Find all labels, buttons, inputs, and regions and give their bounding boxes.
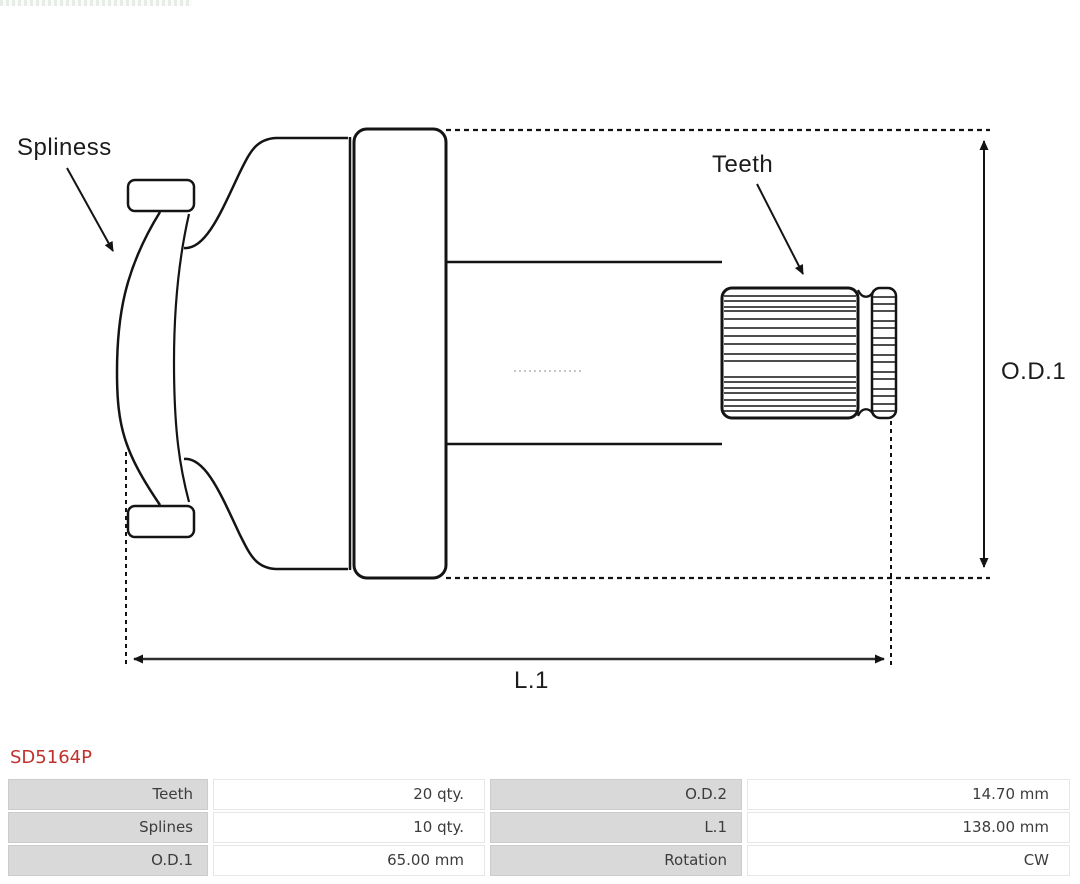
spec-label: Teeth	[8, 779, 208, 810]
spec-value: 14.70 mm	[747, 779, 1070, 810]
drive-body	[183, 136, 352, 571]
spec-label: L.1	[490, 812, 742, 843]
spec-value: 65.00 mm	[213, 845, 485, 876]
shaft	[446, 260, 722, 446]
clutch-housing	[352, 127, 448, 580]
spec-value: CW	[747, 845, 1070, 876]
corner-watermark	[0, 0, 192, 6]
spec-value: 138.00 mm	[747, 812, 1070, 843]
od1-label: O.D.1	[1001, 358, 1066, 385]
od1-dimension: O.D.1	[446, 128, 1066, 580]
spec-label: Rotation	[490, 845, 742, 876]
spec-label: O.D.1	[8, 845, 208, 876]
starter-drive-diagram: O.D.1 L.1 Spliness Teeth	[17, 127, 1066, 694]
splines-label: Spliness	[17, 134, 112, 161]
spec-value: 20 qty.	[213, 779, 485, 810]
splines-annotation: Spliness	[17, 134, 114, 252]
spec-label: Splines	[8, 812, 208, 843]
l1-label: L.1	[514, 667, 549, 694]
spec-table: Teeth 20 qty. O.D.2 14.70 mm Splines 10 …	[8, 779, 1070, 876]
teeth-annotation: Teeth	[712, 151, 804, 275]
end-collar	[870, 286, 898, 420]
spec-label: O.D.2	[490, 779, 742, 810]
spec-value: 10 qty.	[213, 812, 485, 843]
gear-teeth-section	[720, 286, 876, 420]
product-code: SD5164P	[10, 747, 92, 768]
l1-dimension: L.1	[125, 421, 892, 694]
teeth-label: Teeth	[712, 151, 773, 178]
stop-ring	[115, 178, 196, 539]
